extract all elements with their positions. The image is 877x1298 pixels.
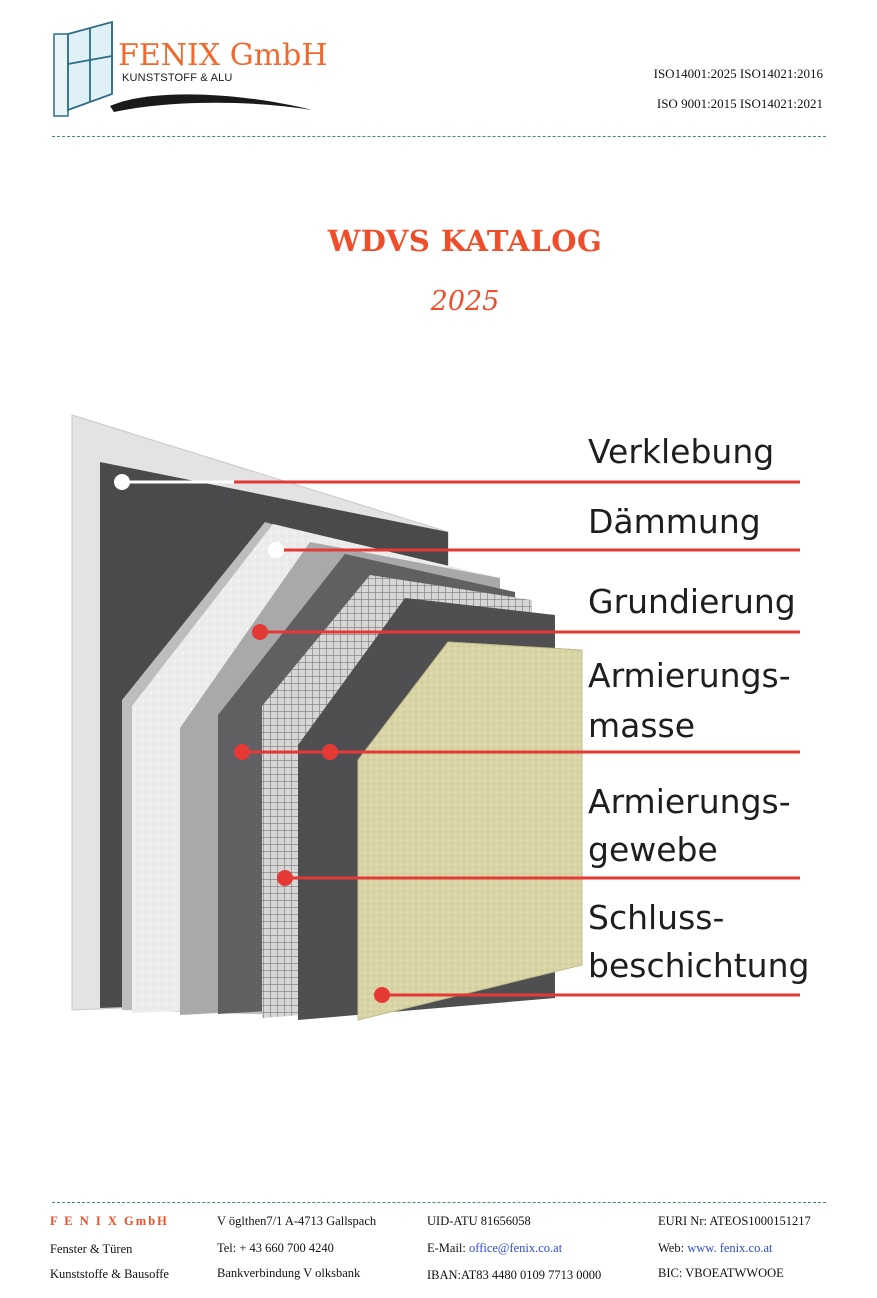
label-verklebung: Verklebung <box>588 432 775 471</box>
page-footer: F E N I X GmbH Fenster & Türen Kunststof… <box>0 1208 877 1298</box>
document-year: 2025 <box>430 286 500 317</box>
label-armierungsgewebe-line1: Armierungs- <box>588 782 791 821</box>
header-divider <box>52 136 826 137</box>
footer-web-row: Web: www. fenix.co.at <box>658 1241 772 1256</box>
label-grundierung: Grundierung <box>588 582 796 621</box>
window-logo-icon <box>53 20 312 117</box>
footer-company-name: F E N I X GmbH <box>50 1214 169 1228</box>
document-title: WDVS KATALOG <box>327 224 603 258</box>
label-schlussbeschichtung-line1: Schluss- <box>588 898 725 937</box>
footer-bic: BIC: VBOEATWWOOE <box>658 1266 784 1280</box>
wall-layers-illustration <box>71 414 800 1021</box>
logo-name: FENIX GmbH <box>118 38 328 73</box>
footer-divider <box>52 1202 826 1203</box>
footer-telephone: Tel: + 43 660 700 4240 <box>217 1241 334 1255</box>
footer-materials-line: Kunststoffe & Bausoffe <box>50 1267 169 1281</box>
footer-web-label: Web: <box>658 1241 688 1255</box>
iso-certifications-line2: ISO 9001:2015 ISO14021:2021 <box>656 96 823 111</box>
footer-products-line: Fenster & Türen <box>50 1242 133 1256</box>
wdvs-layer-diagram: Verklebung Dämmung Grundierung Armierung… <box>60 410 820 1030</box>
footer-email-link[interactable]: office@fenix.co.at <box>469 1241 563 1255</box>
iso-certifications-line1: ISO14001:2025 ISO14021:2016 <box>653 66 823 81</box>
label-armierungsgewebe-line2: gewebe <box>588 830 718 869</box>
label-armierungsmasse-line2: masse <box>588 706 696 745</box>
footer-address: V öglthen7/1 A-4713 Gallspach <box>217 1214 377 1228</box>
logo-subtitle: KUNSTSTOFF & ALU <box>122 72 233 84</box>
company-logo: FENIX GmbH KUNSTSTOFF & ALU <box>50 20 330 125</box>
page-header: FENIX GmbH KUNSTSTOFF & ALU ISO14001:202… <box>0 0 877 150</box>
footer-web-link[interactable]: www. fenix.co.at <box>687 1241 773 1255</box>
label-daemmung: Dämmung <box>588 502 761 541</box>
footer-euri: EURI Nr: ATEOS1000151217 <box>658 1214 811 1228</box>
label-armierungsmasse-line1: Armierungs- <box>588 656 791 695</box>
footer-uid: UID-ATU 81656058 <box>427 1214 531 1228</box>
footer-email-row: E-Mail: office@fenix.co.at <box>427 1241 562 1256</box>
footer-iban: IBAN:AT83 4480 0109 7713 0000 <box>427 1268 602 1282</box>
footer-email-label: E-Mail: <box>427 1241 470 1255</box>
footer-bank: Bankverbindung V olksbank <box>217 1266 361 1280</box>
label-schlussbeschichtung-line2: beschichtung <box>588 946 810 985</box>
